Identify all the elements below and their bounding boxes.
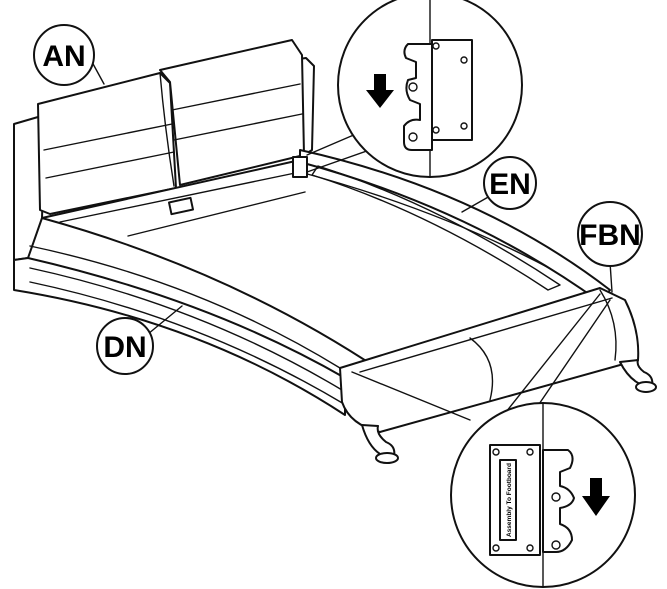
down-arrow-icon: [582, 478, 610, 516]
screw-icon: [432, 42, 440, 50]
screw-icon: [432, 126, 440, 134]
label-en: EN: [461, 156, 537, 213]
screw-icon: [551, 540, 561, 550]
label-fbn: FBN: [577, 201, 643, 293]
screw-icon: [492, 544, 500, 552]
label-dn-text: DN: [103, 331, 146, 364]
hook-bracket-icon: [403, 43, 433, 151]
screw-icon: [408, 82, 418, 92]
down-arrow-icon: [366, 74, 394, 108]
assembly-sticker-text: Assembly To Footboard: [506, 463, 513, 537]
bracket-plate-top: [431, 39, 473, 141]
label-fbn-text: FBN: [579, 219, 641, 252]
screw-icon: [526, 544, 534, 552]
label-dn: DN: [96, 305, 183, 375]
screw-icon: [460, 122, 468, 130]
hook-bracket-icon: [542, 449, 575, 553]
headboard-cushions: [37, 39, 305, 215]
assembly-sticker: [499, 459, 517, 541]
headboard-light-switch: [167, 196, 195, 216]
bed-legs: [361, 359, 657, 464]
screw-icon: [460, 56, 468, 64]
rail-bracket-top-box: [292, 156, 308, 178]
detail-circle-footboard-bracket: Assembly To Footboard: [450, 402, 636, 588]
footboard: [339, 287, 640, 433]
label-en-text: EN: [489, 168, 531, 201]
screw-icon: [551, 492, 561, 502]
detail-circle-headboard-bracket: [337, 0, 523, 178]
screw-icon: [492, 448, 500, 456]
screw-icon: [408, 132, 418, 142]
screw-icon: [526, 448, 534, 456]
label-an: AN: [33, 24, 105, 86]
label-an-text: AN: [42, 40, 85, 73]
